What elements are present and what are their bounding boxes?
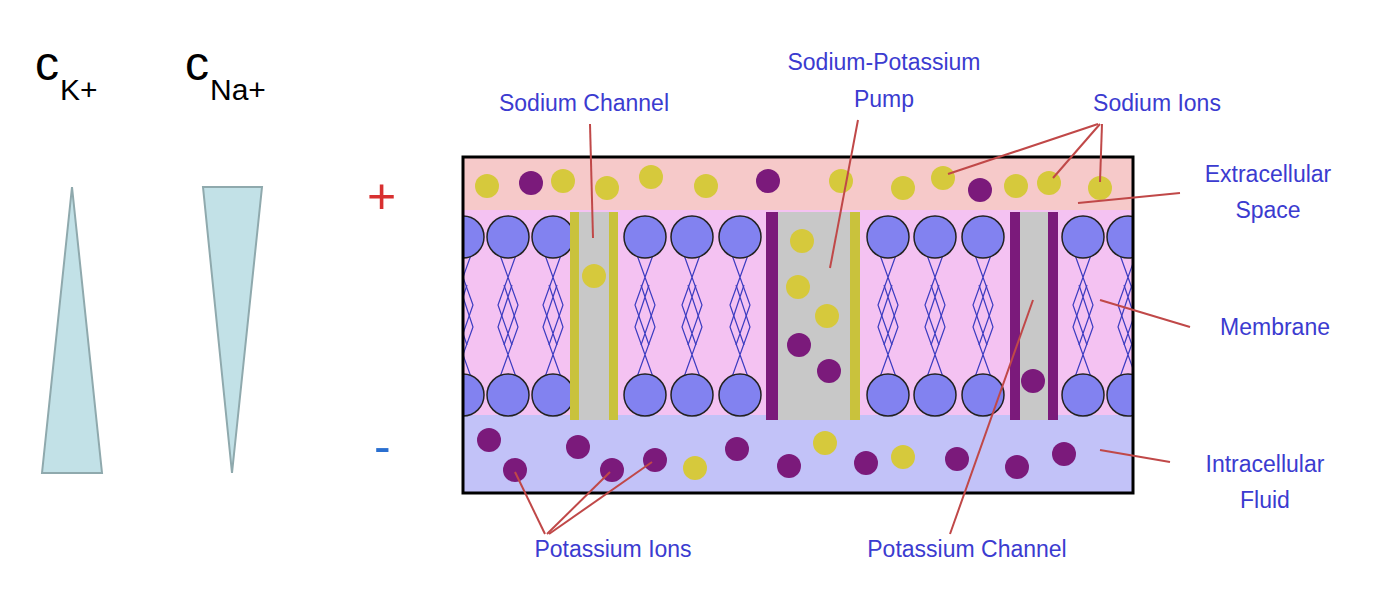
intracellular-band xyxy=(463,415,1133,493)
part-label: Intracellular Fluid xyxy=(1185,446,1345,518)
part-label: Extracellular Space xyxy=(1188,156,1348,228)
concentration-symbol: c xyxy=(35,36,59,91)
extracellular-band xyxy=(463,157,1133,210)
part-label: Potassium Ions xyxy=(503,536,723,562)
part-label: Membrane xyxy=(1195,314,1355,340)
part-label: Sodium Ions xyxy=(1067,90,1247,116)
concentration-symbol: c xyxy=(185,36,209,91)
ion-subscript: K+ xyxy=(60,72,98,107)
sodium-gradient-triangle xyxy=(203,187,262,473)
part-label: Sodium-Potassium Pump xyxy=(774,44,994,118)
sodium-channel xyxy=(570,212,618,420)
potassium-channel xyxy=(1010,212,1058,420)
potassium-gradient-triangle xyxy=(42,187,102,473)
part-label: Sodium Channel xyxy=(474,90,694,116)
sodium-potassium-pump xyxy=(766,212,860,420)
part-label: Potassium Channel xyxy=(847,536,1087,562)
leader-lines xyxy=(515,120,1190,534)
ion-subscript: Na+ xyxy=(210,72,266,107)
polarity-sign: - xyxy=(374,418,391,475)
polarity-sign: + xyxy=(367,168,396,225)
ions xyxy=(475,165,1112,482)
illustration-frame xyxy=(463,157,1133,493)
